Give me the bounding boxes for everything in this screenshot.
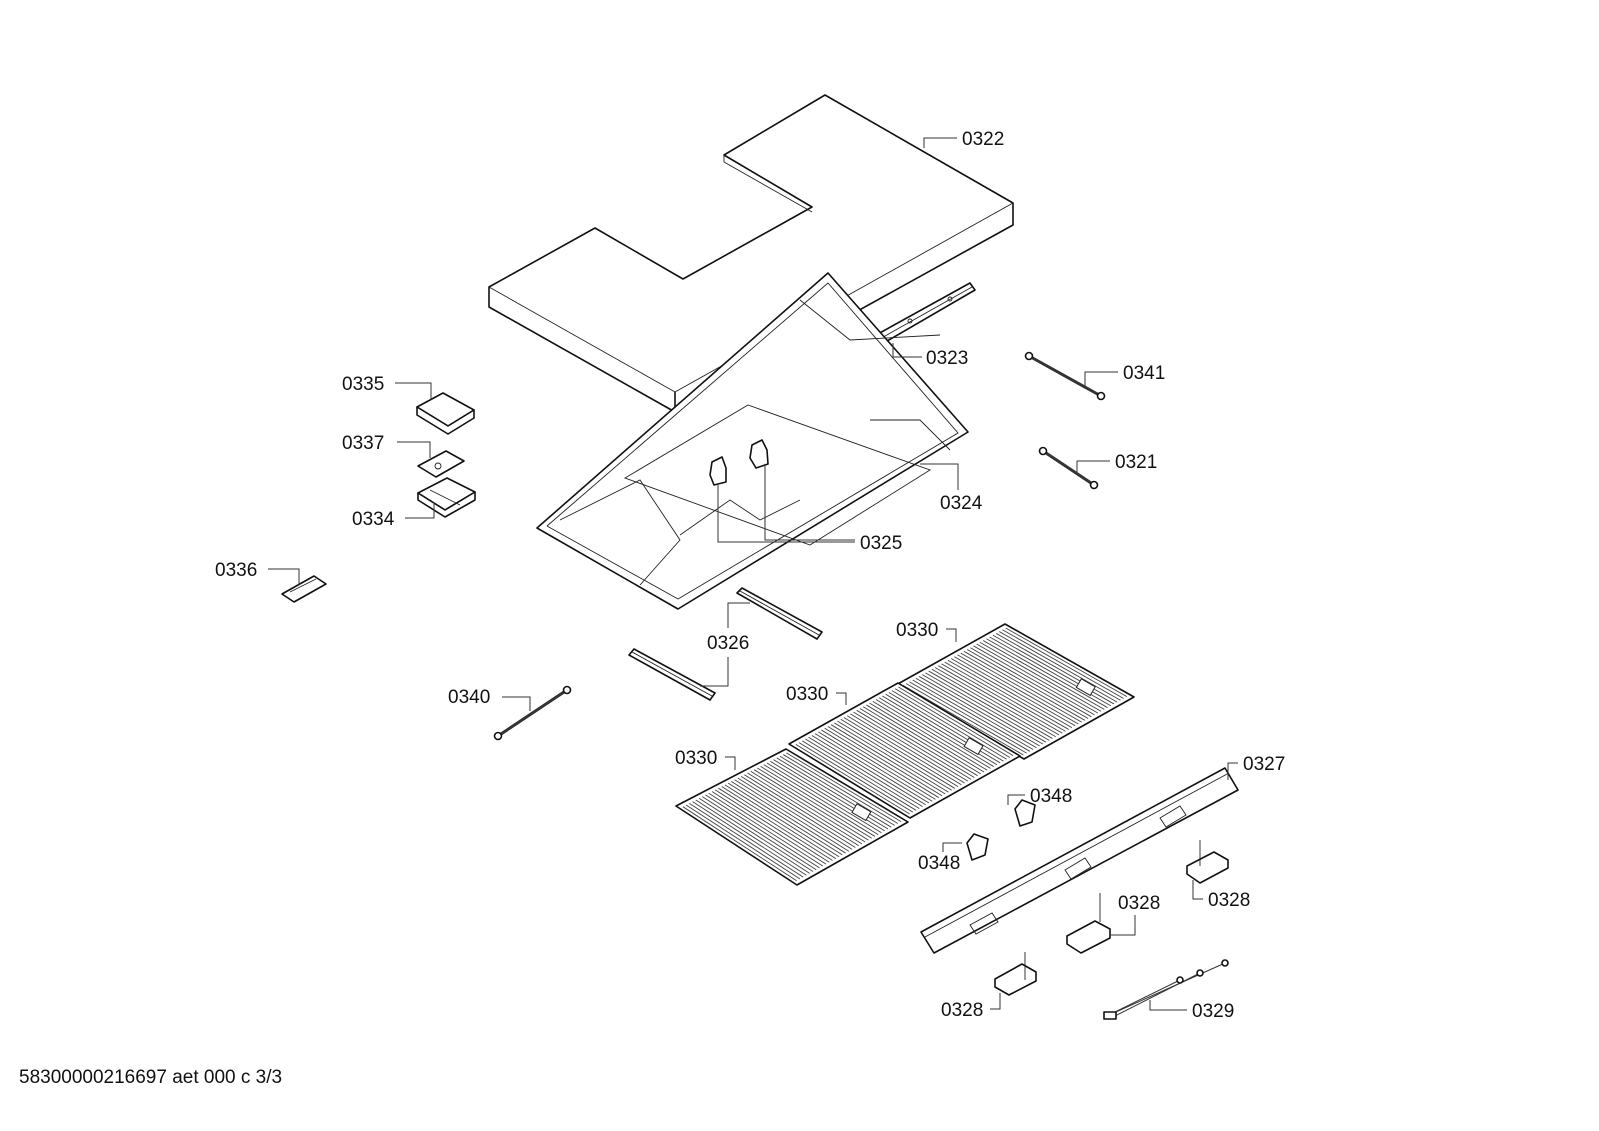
leader-line: [836, 692, 847, 705]
callout-0323[interactable]: 0323: [892, 343, 968, 369]
grease-filters: [675, 623, 1135, 886]
leader-line: [946, 628, 957, 642]
callout-0340[interactable]: 0340: [448, 687, 531, 711]
part-number-label[interactable]: 0328: [941, 1000, 983, 1021]
part-module-cover[interactable]: [416, 392, 475, 435]
callout-0328a[interactable]: 0328: [1192, 880, 1250, 911]
part-number-label[interactable]: 0336: [215, 560, 257, 581]
part-number-label[interactable]: 0334: [352, 509, 395, 530]
callout-0330c[interactable]: 0330: [675, 748, 736, 770]
callout-0321[interactable]: 0321: [1076, 452, 1157, 474]
leader-line: [920, 463, 959, 490]
part-number-label[interactable]: 0322: [962, 129, 1004, 150]
callout-0324[interactable]: 0324: [920, 463, 983, 514]
callout-0348b[interactable]: 0348: [918, 842, 962, 874]
part-number-label[interactable]: 0348: [1030, 786, 1072, 807]
part-housing[interactable]: [417, 477, 476, 518]
callout-0328b[interactable]: 0328: [1110, 893, 1160, 936]
leader-line: [1076, 460, 1110, 474]
leader-line: [1192, 880, 1203, 900]
leader-line: [700, 657, 729, 687]
callout-0334[interactable]: 0334: [352, 502, 435, 530]
part-number-label[interactable]: 0326: [707, 633, 749, 654]
part-driver-a[interactable]: [1186, 840, 1229, 884]
callout-0322[interactable]: 0322: [923, 129, 1004, 150]
callout-0326[interactable]: 0326: [700, 602, 750, 687]
leader-line: [1110, 915, 1136, 936]
leader-line: [717, 485, 855, 543]
part-number-label[interactable]: 0323: [926, 348, 968, 369]
callout-0329[interactable]: 0329: [1149, 1000, 1234, 1022]
part-top-cover[interactable]: [488, 94, 1014, 413]
part-number-label[interactable]: 0328: [1208, 890, 1250, 911]
part-rod-0341[interactable]: [1024, 351, 1106, 401]
callout-0330a[interactable]: 0330: [896, 620, 957, 642]
part-light-carrier[interactable]: [920, 767, 1239, 954]
part-number-label[interactable]: 0328: [1118, 893, 1160, 914]
callout-0341[interactable]: 0341: [1084, 363, 1165, 388]
part-number-label[interactable]: 0325: [860, 533, 902, 554]
callout-0348a[interactable]: 0348: [1007, 786, 1072, 807]
callout-0328c[interactable]: 0328: [941, 993, 1001, 1021]
callout-layer: 0322 0323 0341 0335 0337 0334 0321 0324 0325 0336…: [215, 129, 1285, 1022]
leader-line: [395, 382, 432, 400]
leader-line: [397, 441, 431, 458]
leader-line: [727, 602, 750, 628]
part-number-label[interactable]: 0341: [1123, 363, 1165, 384]
leader-line: [1007, 794, 1025, 805]
part-grease-filter[interactable]: [895, 623, 1135, 760]
leader-line: [990, 993, 1001, 1010]
part-number-label[interactable]: 0324: [940, 493, 983, 514]
part-grease-filter[interactable]: [675, 748, 909, 886]
part-wiring-harness[interactable]: [1103, 959, 1229, 1020]
part-driver-c[interactable]: [994, 952, 1037, 996]
part-number-label[interactable]: 0340: [448, 687, 490, 708]
leader-line: [502, 696, 531, 711]
part-filter-rails[interactable]: [628, 587, 823, 701]
callout-0325[interactable]: 0325: [717, 466, 902, 554]
callout-0327[interactable]: 0327: [1227, 754, 1285, 780]
part-number-label[interactable]: 0330: [786, 684, 828, 705]
callout-0336[interactable]: 0336: [215, 560, 300, 585]
leader-line: [1149, 1000, 1187, 1011]
part-board[interactable]: [417, 450, 465, 478]
callout-0337[interactable]: 0337: [342, 433, 431, 458]
part-clip-a[interactable]: [1014, 799, 1036, 827]
part-rod-0340[interactable]: [493, 685, 572, 741]
part-number-label[interactable]: 0330: [675, 748, 717, 769]
part-number-label[interactable]: 0321: [1115, 452, 1157, 473]
leader-line: [942, 842, 962, 852]
drawing-number: 58300000216697 aet 000 c 3/3: [19, 1067, 283, 1088]
part-number-label[interactable]: 0348: [918, 853, 960, 874]
part-number-label[interactable]: 0330: [896, 620, 938, 641]
leader-line: [892, 343, 922, 358]
part-number-label[interactable]: 0337: [342, 433, 384, 454]
part-clip-b[interactable]: [966, 833, 989, 861]
callout-0335[interactable]: 0335: [342, 374, 432, 400]
part-driver-b[interactable]: [1066, 893, 1111, 954]
part-number-label[interactable]: 0329: [1192, 1001, 1234, 1022]
leader-line: [725, 756, 736, 770]
callout-0330b[interactable]: 0330: [786, 684, 847, 705]
leader-line: [764, 466, 855, 541]
leader-line: [405, 502, 435, 519]
leader-line: [1084, 371, 1118, 388]
leader-line: [1227, 762, 1238, 780]
part-number-label[interactable]: 0335: [342, 374, 384, 395]
part-rod-0321[interactable]: [1038, 446, 1099, 490]
part-brackets-0325[interactable]: [709, 439, 769, 486]
leader-line: [268, 568, 300, 585]
part-base-tray[interactable]: [536, 272, 969, 610]
part-grease-filter[interactable]: [788, 682, 1021, 819]
leader-line: [923, 137, 957, 148]
part-plate[interactable]: [281, 575, 327, 603]
part-number-label[interactable]: 0327: [1243, 754, 1285, 775]
